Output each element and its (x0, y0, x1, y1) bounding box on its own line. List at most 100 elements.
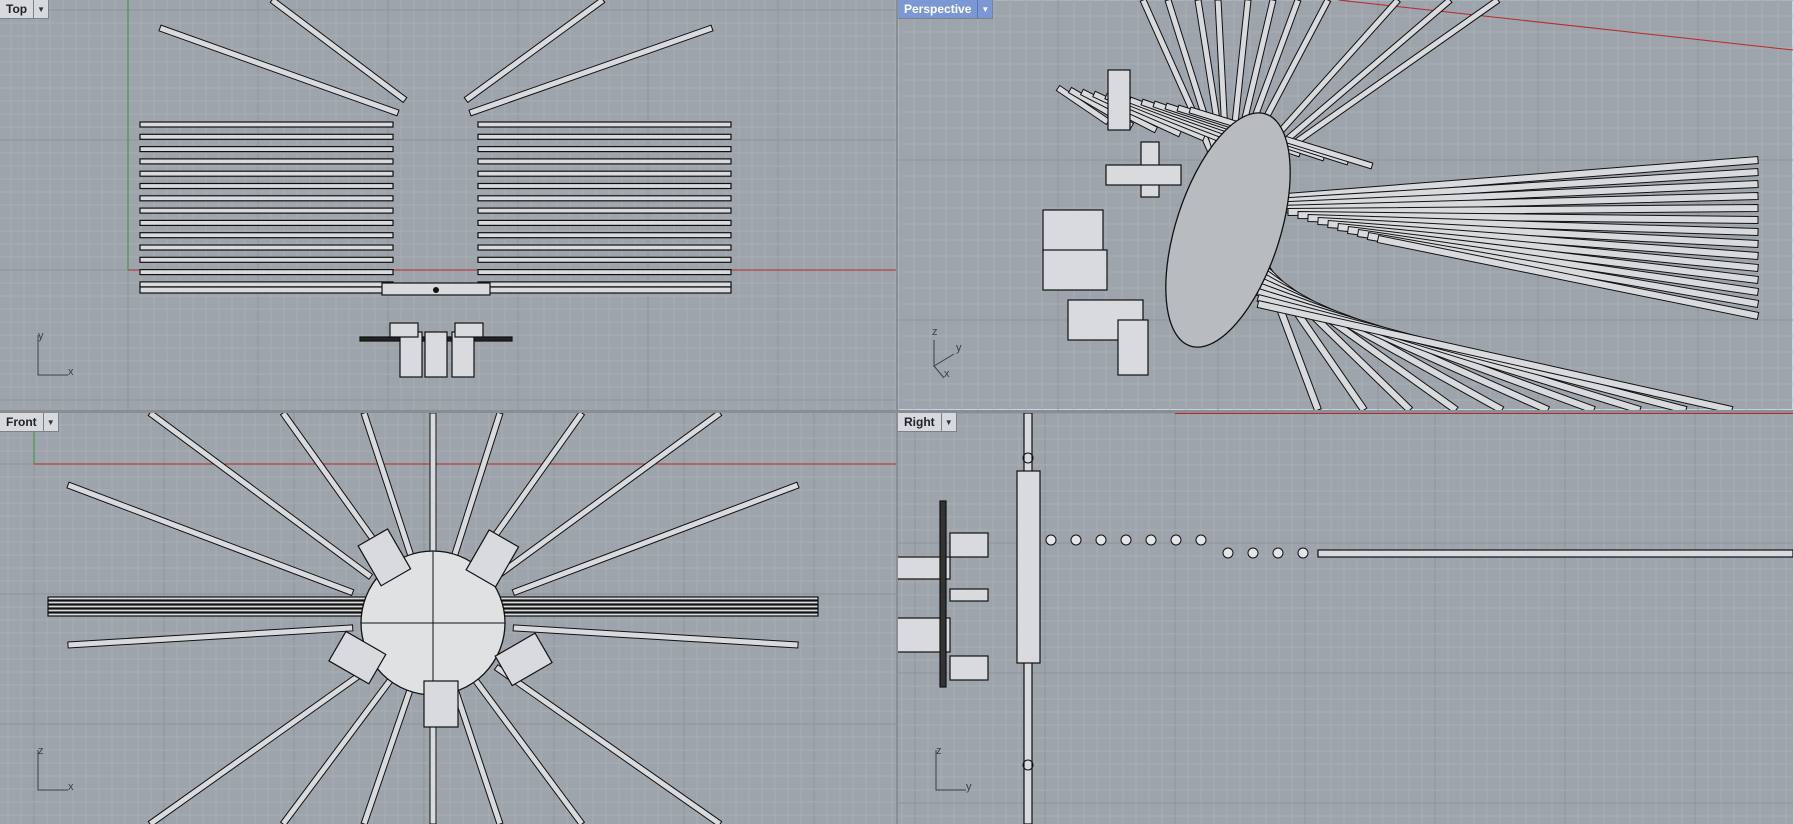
hub-pin (433, 287, 439, 293)
bench-slat (139, 195, 394, 202)
bench-slat (139, 182, 394, 190)
viewport-title-text: Perspective (904, 2, 972, 16)
base-block (424, 331, 448, 378)
rod-section (1145, 534, 1157, 546)
chevron-down-icon[interactable]: ▼ (42, 413, 58, 431)
bench-slat (139, 256, 394, 263)
front-view-canvas[interactable] (0, 413, 896, 824)
spoke-rod (147, 413, 374, 580)
seat-panel (1042, 249, 1108, 291)
axis-label-z: z (932, 326, 938, 338)
bench-slat (139, 170, 394, 177)
seat-panel (1107, 69, 1131, 131)
rod (1307, 213, 1759, 237)
axis-label-y: y (956, 342, 962, 354)
seat-panel (898, 556, 951, 580)
viewport-title-front[interactable]: Front ▼ (0, 413, 59, 432)
bench-slat (139, 269, 394, 276)
spoke-rod (493, 664, 723, 824)
bench-slat (139, 207, 394, 214)
axis-label-vertical: z (936, 745, 942, 757)
seat-panel (1105, 164, 1182, 186)
viewport-title-text: Front (6, 415, 37, 429)
rod (468, 24, 714, 117)
horizontal-rod (1317, 549, 1793, 558)
rod-end (1022, 452, 1034, 464)
rod-section (1195, 534, 1207, 546)
bench-slat (477, 256, 732, 263)
bench-slat (477, 244, 732, 251)
bench-slat (139, 146, 394, 153)
rod-end (1022, 759, 1034, 771)
viewport-front[interactable]: Front ▼ z x (0, 413, 896, 824)
bench-slat (477, 281, 732, 288)
bench-slat (477, 182, 732, 190)
chevron-down-icon[interactable]: ▼ (977, 0, 992, 18)
bench-slat (139, 232, 394, 239)
viewport-title-text: Top (6, 2, 28, 16)
viewport-title-top[interactable]: Top ▼ (0, 0, 50, 19)
perspective-view-canvas[interactable] (898, 0, 1793, 410)
bench-slat (477, 158, 732, 165)
rod (1327, 219, 1759, 261)
rod (1317, 216, 1759, 249)
rod-section (1045, 534, 1057, 546)
rod-section (1297, 547, 1309, 559)
base-block (454, 322, 484, 338)
seat-module (357, 528, 412, 587)
seat-panel (357, 528, 412, 587)
seat-module (465, 529, 520, 588)
base-block (389, 322, 419, 338)
spoke-rod (512, 624, 799, 649)
seat-panel (328, 630, 387, 685)
rod (463, 0, 606, 104)
bench-slat (477, 146, 732, 153)
top-view-canvas[interactable] (0, 0, 896, 410)
bench-slat (477, 232, 732, 239)
seat-module (328, 630, 387, 685)
axis-label-horizontal: y (966, 781, 972, 793)
rod-section (1247, 547, 1259, 559)
seat-panel (949, 588, 989, 602)
spoke-rod (67, 624, 354, 649)
seat-panel (949, 655, 989, 681)
rod (1337, 222, 1759, 273)
rod (158, 24, 400, 117)
axis-gizmo-icon: z x (30, 745, 90, 795)
bench-slat (477, 195, 732, 202)
rod (1297, 210, 1759, 225)
viewport-perspective[interactable]: Perspective ▼ z y x (898, 0, 1793, 410)
bench-slat (477, 219, 732, 226)
viewport-title-perspective[interactable]: Perspective ▼ (898, 0, 994, 19)
vertical-rod (939, 500, 947, 688)
chevron-down-icon[interactable]: ▼ (940, 413, 956, 431)
rod (269, 0, 408, 104)
axis-gizmo-icon: z y (928, 745, 988, 795)
viewport-right[interactable]: Right ▼ z y (898, 413, 1793, 824)
bench-slat (139, 158, 394, 165)
bench-slat (477, 207, 732, 214)
construction-grid (0, 0, 896, 410)
x-axis-line (1337, 0, 1793, 51)
bench-slat (139, 133, 394, 140)
bench-slat (139, 219, 394, 226)
rod-section (1170, 534, 1182, 546)
chevron-down-icon[interactable]: ▼ (33, 0, 48, 18)
hub-disc (1165, 112, 1291, 348)
rod-section (1222, 547, 1234, 559)
rod (1376, 234, 1760, 321)
base-block (399, 331, 423, 378)
viewport-top[interactable]: Top ▼ y x (0, 0, 896, 410)
rod-section (1120, 534, 1132, 546)
axis-label-x: x (944, 368, 950, 380)
right-view-canvas[interactable] (898, 413, 1793, 824)
seat-panel (423, 680, 459, 728)
rod-section (1070, 534, 1082, 546)
spoke-rod (511, 481, 800, 597)
seat-panel (494, 632, 553, 687)
viewport-title-right[interactable]: Right ▼ (898, 413, 957, 432)
bench-slat (139, 244, 394, 251)
axis-label-vertical: z (38, 745, 44, 757)
axis-gizmo-icon: z y x (926, 326, 986, 382)
axis-label-horizontal: x (68, 781, 74, 793)
